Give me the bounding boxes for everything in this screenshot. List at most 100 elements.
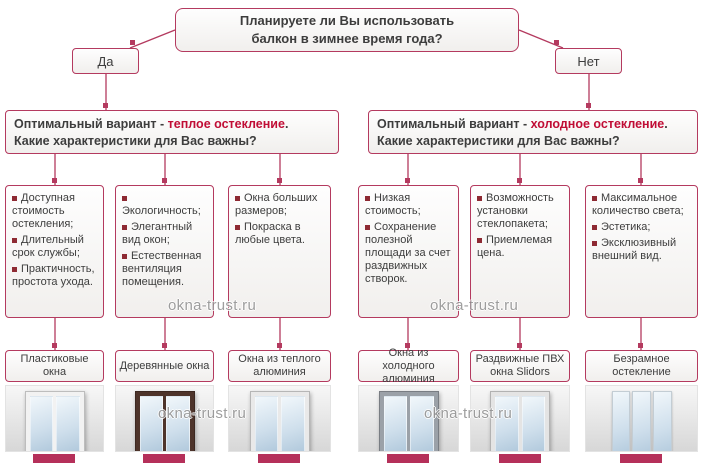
window-pane (410, 396, 434, 451)
criteria-text: Приемлемая цена. (477, 234, 553, 259)
criteria-text: Эксклюзивный внешний вид. (592, 237, 677, 262)
bullet-square-icon (592, 196, 597, 201)
criteria-item: Приемлемая цена. (477, 234, 565, 260)
bullet-square-icon (477, 196, 482, 201)
answer-no-box: Нет (555, 48, 622, 74)
optimal-cold-question: Какие характеристики для Вас важны? (377, 134, 620, 148)
criteria-box-slidors: Возможность установки стеклопакета; Прие… (470, 185, 570, 318)
optimal-warm-question: Какие характеристики для Вас важны? (14, 134, 257, 148)
plastic-window-graphic (24, 391, 85, 451)
product-title-text: Безрамное остекление (612, 353, 671, 378)
criteria-item: Окна больших размеров; (235, 192, 326, 218)
bullet-square-icon (122, 254, 127, 259)
criteria-item: Элегантный вид окон; (122, 221, 209, 247)
criteria-box-warm-aluminum: Окна больших размеров; Покраска в любые … (228, 185, 331, 318)
window-pane (632, 391, 651, 451)
criteria-text: Покраска в любые цвета. (235, 221, 305, 246)
criteria-text: Низкая стоимость; (365, 192, 421, 217)
product-title-text: Окна из теплого алюминия (238, 353, 321, 378)
window-pane (521, 396, 545, 451)
bullet-square-icon (122, 196, 127, 201)
criteria-text: Длительный срок службы; (12, 234, 84, 259)
product-image-slidors (470, 385, 570, 452)
product-red-bar (258, 454, 300, 463)
frameless-glazing-graphic (611, 391, 672, 451)
criteria-text: Доступная стоимость остекления; (12, 192, 75, 230)
product-title-text: Пластиковые окна (20, 353, 89, 378)
criteria-text: Естественная вентиляция помещения. (122, 250, 202, 288)
product-red-bar (387, 454, 429, 463)
criteria-item: Эстетика; (592, 221, 693, 234)
question-line1: Планируете ли Вы использовать (239, 13, 455, 28)
criteria-box-plastic: Доступная стоимость остекления; Длительн… (5, 185, 104, 318)
criteria-item: Длительный срок службы; (12, 234, 99, 260)
criteria-item: Практичность, простота ухода. (12, 263, 99, 289)
criteria-item: Эксклюзивный внешний вид. (592, 237, 693, 263)
product-image-wood (115, 385, 214, 452)
bullet-square-icon (122, 225, 127, 230)
criteria-box-cold-aluminum: Низкая стоимость; Сохранение полезной пл… (358, 185, 459, 318)
optimal-cold-period: . (664, 117, 668, 131)
bullet-square-icon (12, 238, 17, 243)
product-title-frameless: Безрамное остекление (585, 350, 698, 382)
product-title-text: Деревянные окна (119, 359, 210, 372)
criteria-item: Низкая стоимость; (365, 192, 454, 218)
optimal-cold-box: Оптимальный вариант - холодное остеклени… (368, 110, 698, 154)
criteria-item: Экологичность; (122, 192, 209, 218)
window-pane (166, 396, 190, 451)
bullet-square-icon (592, 241, 597, 246)
bullet-square-icon (592, 225, 597, 230)
criteria-item: Доступная стоимость остекления; (12, 192, 99, 231)
window-pane (652, 391, 672, 451)
connector-node-squares (52, 40, 643, 348)
criteria-text: Возможность установки стеклопакета; (477, 192, 554, 230)
question-box: Планируете ли Вы использовать балкон в з… (175, 8, 519, 52)
product-title-plastic: Пластиковые окна (5, 350, 104, 382)
criteria-text: Элегантный вид окон; (122, 221, 193, 246)
criteria-item: Максимальное количество света; (592, 192, 693, 218)
watermark-text: okna-trust.ru (168, 297, 257, 314)
criteria-text: Сохранение полезной площади за счет разд… (365, 221, 451, 285)
optimal-warm-box: Оптимальный вариант - теплое остекление.… (5, 110, 339, 154)
window-pane (495, 396, 519, 451)
criteria-item: Возможность установки стеклопакета; (477, 192, 565, 231)
product-image-plastic (5, 385, 104, 452)
criteria-text: Окна больших размеров; (235, 192, 318, 217)
bullet-square-icon (235, 225, 240, 230)
window-pane (383, 396, 407, 451)
optimal-warm-period: . (284, 117, 289, 131)
bullet-square-icon (477, 238, 482, 243)
bullet-square-icon (365, 225, 370, 230)
cold-aluminum-window-graphic (378, 391, 439, 451)
optimal-warm-highlight: теплое остекление (167, 117, 285, 131)
criteria-text: Эстетика; (601, 221, 651, 233)
bullet-square-icon (235, 196, 240, 201)
criteria-box-frameless: Максимальное количество света; Эстетика;… (585, 185, 698, 318)
product-red-bar (499, 454, 541, 463)
window-pane (254, 396, 278, 451)
window-pane (139, 396, 163, 451)
product-title-slidors: Раздвижные ПВХ окна Slidors (470, 350, 570, 382)
product-title-warm-aluminum: Окна из теплого алюминия (228, 350, 331, 382)
criteria-text: Максимальное количество света; (592, 192, 684, 217)
criteria-text: Экологичность; (122, 205, 201, 217)
product-red-bar (143, 454, 185, 463)
criteria-box-wood: Экологичность; Элегантный вид окон; Есте… (115, 185, 214, 318)
warm-aluminum-window-graphic (249, 391, 310, 451)
bullet-square-icon (12, 196, 17, 201)
product-title-text: Окна из холодного алюминия (382, 346, 435, 385)
product-image-warm-aluminum (228, 385, 331, 452)
criteria-text: Практичность, простота ухода. (12, 263, 95, 288)
product-red-bar (620, 454, 662, 463)
watermark-text: okna-trust.ru (424, 405, 513, 422)
product-title-wood: Деревянные окна (115, 350, 214, 382)
criteria-item: Естественная вентиляция помещения. (122, 250, 209, 289)
window-pane (29, 396, 53, 451)
slidors-window-graphic (490, 391, 550, 451)
product-image-frameless (585, 385, 698, 452)
criteria-item: Сохранение полезной площади за счет разд… (365, 221, 454, 286)
watermark-text: okna-trust.ru (430, 297, 519, 314)
window-pane (281, 396, 305, 451)
